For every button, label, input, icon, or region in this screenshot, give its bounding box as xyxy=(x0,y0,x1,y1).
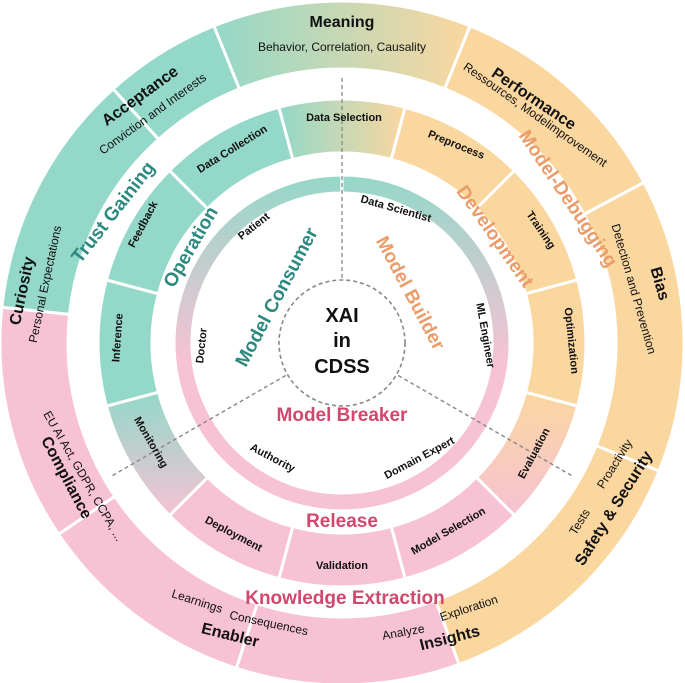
outer-segment-acceptance xyxy=(111,23,242,142)
step-data-selection: Data Selection xyxy=(306,112,382,124)
step-inference: Inference xyxy=(110,313,125,363)
dashed-dividers xyxy=(109,75,575,478)
actor-doctor: Doctor xyxy=(194,327,210,364)
outer-meaning-sub: Behavior, Correlation, Causality xyxy=(258,40,426,54)
lifecycle-segment-data-collection xyxy=(167,105,295,211)
outer-meaning-title: Meaning xyxy=(310,14,375,31)
divider-line-3 xyxy=(109,374,287,478)
divider-line-2 xyxy=(397,374,575,478)
lifecycle-segment-inference xyxy=(96,278,161,408)
center-circle xyxy=(278,279,406,407)
center-line-2: in xyxy=(333,330,351,352)
goal-knowledge-extraction: Knowledge Extraction xyxy=(245,588,445,609)
step-validation: Validation xyxy=(316,560,368,572)
lifecycle-segment-validation xyxy=(277,524,407,589)
center-line-1: XAI xyxy=(325,305,358,327)
phase-release: Release xyxy=(306,511,378,532)
lifecycle-ring xyxy=(96,97,588,589)
role-model-breaker: Model Breaker xyxy=(277,405,409,426)
center-line-3: CDSS xyxy=(314,356,370,378)
